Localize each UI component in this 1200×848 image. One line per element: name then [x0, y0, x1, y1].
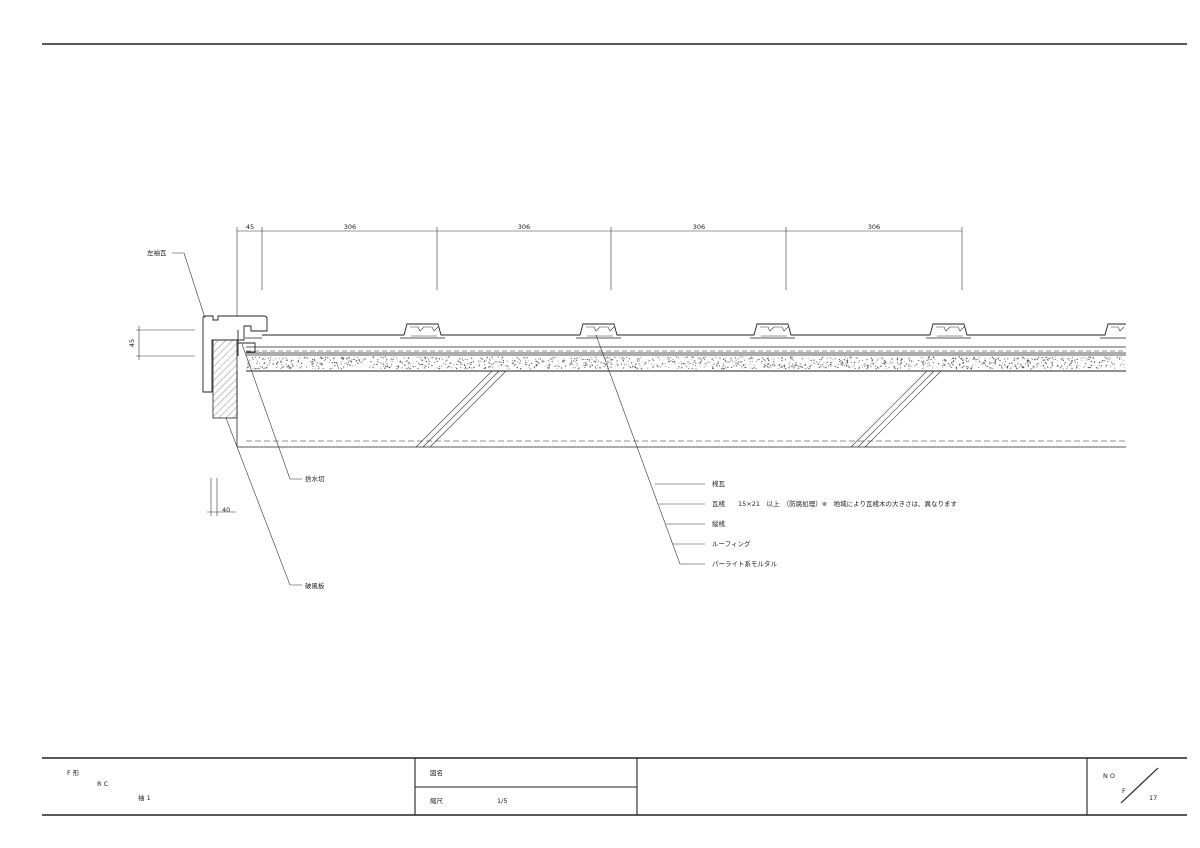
dim-top-0: 45 — [246, 223, 254, 231]
label-callout-4: パーライト系モルタル — [712, 559, 778, 568]
mortar-stipple — [246, 356, 1125, 370]
label-water-drip: 捨水切 — [305, 474, 325, 483]
label-callout-1: 瓦桟 15×21 以上 （防腐処理）※ 地域により瓦桟木の大きさは、異なります — [712, 499, 958, 508]
tb-drawing-name-label: 図名 — [430, 768, 443, 777]
height-dimension — [136, 326, 195, 360]
bottom-dimension — [207, 478, 236, 516]
tb-shape: F 形 — [67, 769, 80, 777]
label-callout-3: ルーフィング — [712, 539, 751, 548]
dim-top-3: 306 — [693, 223, 705, 231]
left-sleeve-tile — [202, 315, 268, 393]
dim-ridge-height: 45 — [128, 339, 136, 347]
dim-top-4: 306 — [868, 223, 880, 231]
concrete-slab — [236, 371, 1126, 448]
perlite-mortar-layer — [246, 356, 1126, 370]
top-dimension-chain — [236, 227, 963, 316]
leader-lines — [172, 252, 705, 586]
tb-structure: R C — [97, 780, 109, 788]
tb-no-label: N O — [1103, 772, 1115, 780]
label-callout-0: 桟瓦 — [712, 479, 726, 488]
label-callout-2: 縦桟 — [712, 519, 726, 528]
tb-sheet-number: 17 — [1149, 794, 1157, 802]
tile-row-profile — [262, 323, 1126, 336]
roof-layers — [246, 346, 1126, 372]
tb-scale-label: 縮尺 — [430, 796, 444, 805]
title-block-frame — [42, 757, 1187, 816]
wind-board — [212, 332, 238, 419]
tile-interlocks — [410, 326, 1125, 337]
label-left-sleeve-tile: 左袖瓦 — [147, 248, 167, 257]
water-drip-flashing — [237, 330, 256, 356]
tb-scale-value: 1/5 — [497, 797, 507, 805]
dim-top-2: 306 — [518, 223, 530, 231]
tb-roof: 袖 1 — [138, 793, 151, 802]
dim-top-1: 306 — [344, 223, 356, 231]
label-wind-board: 破風板 — [305, 581, 325, 590]
slab-break-lines — [415, 370, 942, 448]
dim-bottom: 40 — [222, 506, 230, 514]
tb-series: F — [1122, 787, 1126, 795]
